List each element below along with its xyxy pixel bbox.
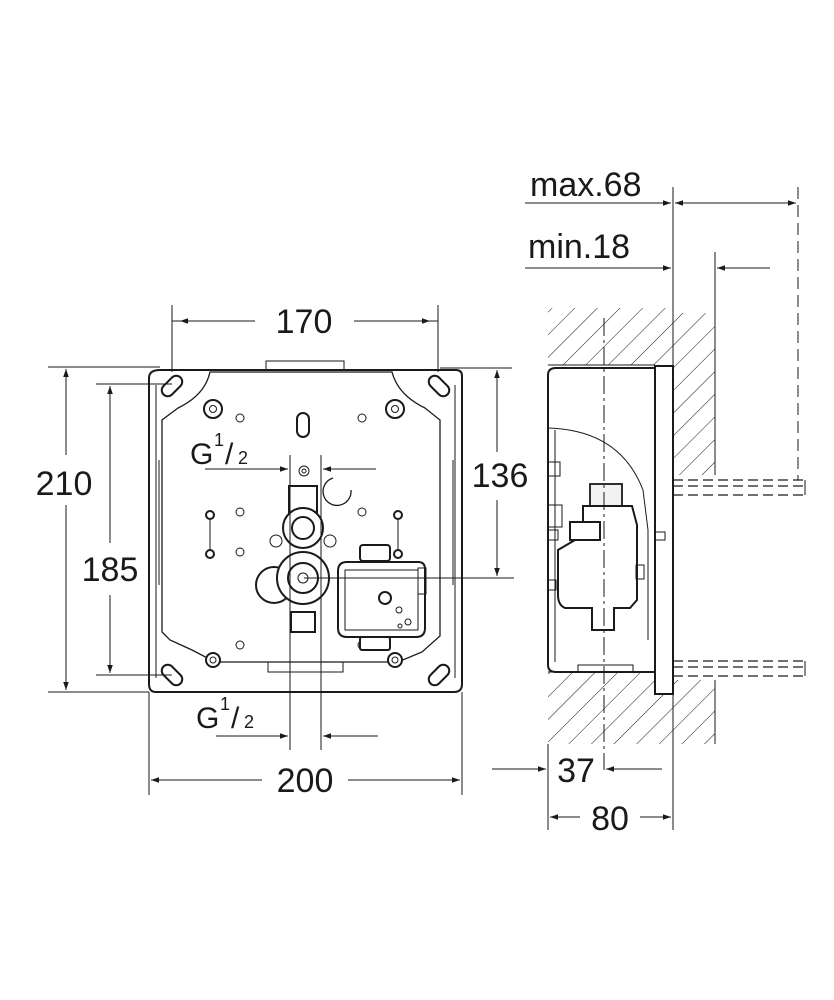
dimension-max68-label: max.68 [530,166,642,204]
front-view: 170 200 210 185 [36,303,529,800]
dimension-170: 170 [171,303,439,372]
thread-top-den: 2 [238,448,248,468]
dimension-136: 136 [395,367,529,579]
thread-label-bottom: G 1 / 2 [196,694,378,739]
dimension-max68: max.68 [525,166,799,480]
dimension-185-label: 185 [82,551,139,589]
dimension-210-label: 210 [36,465,93,503]
dimension-200: 200 [148,692,463,800]
thread-label-top: G 1 / 2 [190,430,376,472]
dimension-185: 185 [82,383,172,676]
thread-top-base: G [190,438,213,471]
dimension-136-label: 136 [472,457,529,495]
dimension-min18-label: min.18 [528,228,630,266]
dimension-200-label: 200 [277,762,334,800]
thread-bottom-base: G [196,702,219,735]
mounting-screws [203,399,405,668]
keyhole-slots [205,412,403,559]
valve-side [557,318,645,770]
side-view: max.68 min.18 37 80 [492,166,806,838]
dimension-min18: min.18 [525,228,770,313]
thread-bottom-den: 2 [244,712,254,732]
dimension-37: 37 [492,744,662,830]
thread-bottom-slash: / [231,702,240,735]
wall-hatching [548,308,716,744]
thread-bottom-num: 1 [220,694,230,714]
control-module [337,544,427,651]
thread-top-slash: / [225,438,234,471]
dimension-80: 80 [550,744,674,838]
pipes-dashed [673,479,806,677]
dimension-80-label: 80 [591,800,629,838]
dimension-210: 210 [36,366,160,693]
dimension-37-label: 37 [557,752,595,790]
thread-top-num: 1 [214,430,224,450]
dimension-170-label: 170 [276,303,333,341]
